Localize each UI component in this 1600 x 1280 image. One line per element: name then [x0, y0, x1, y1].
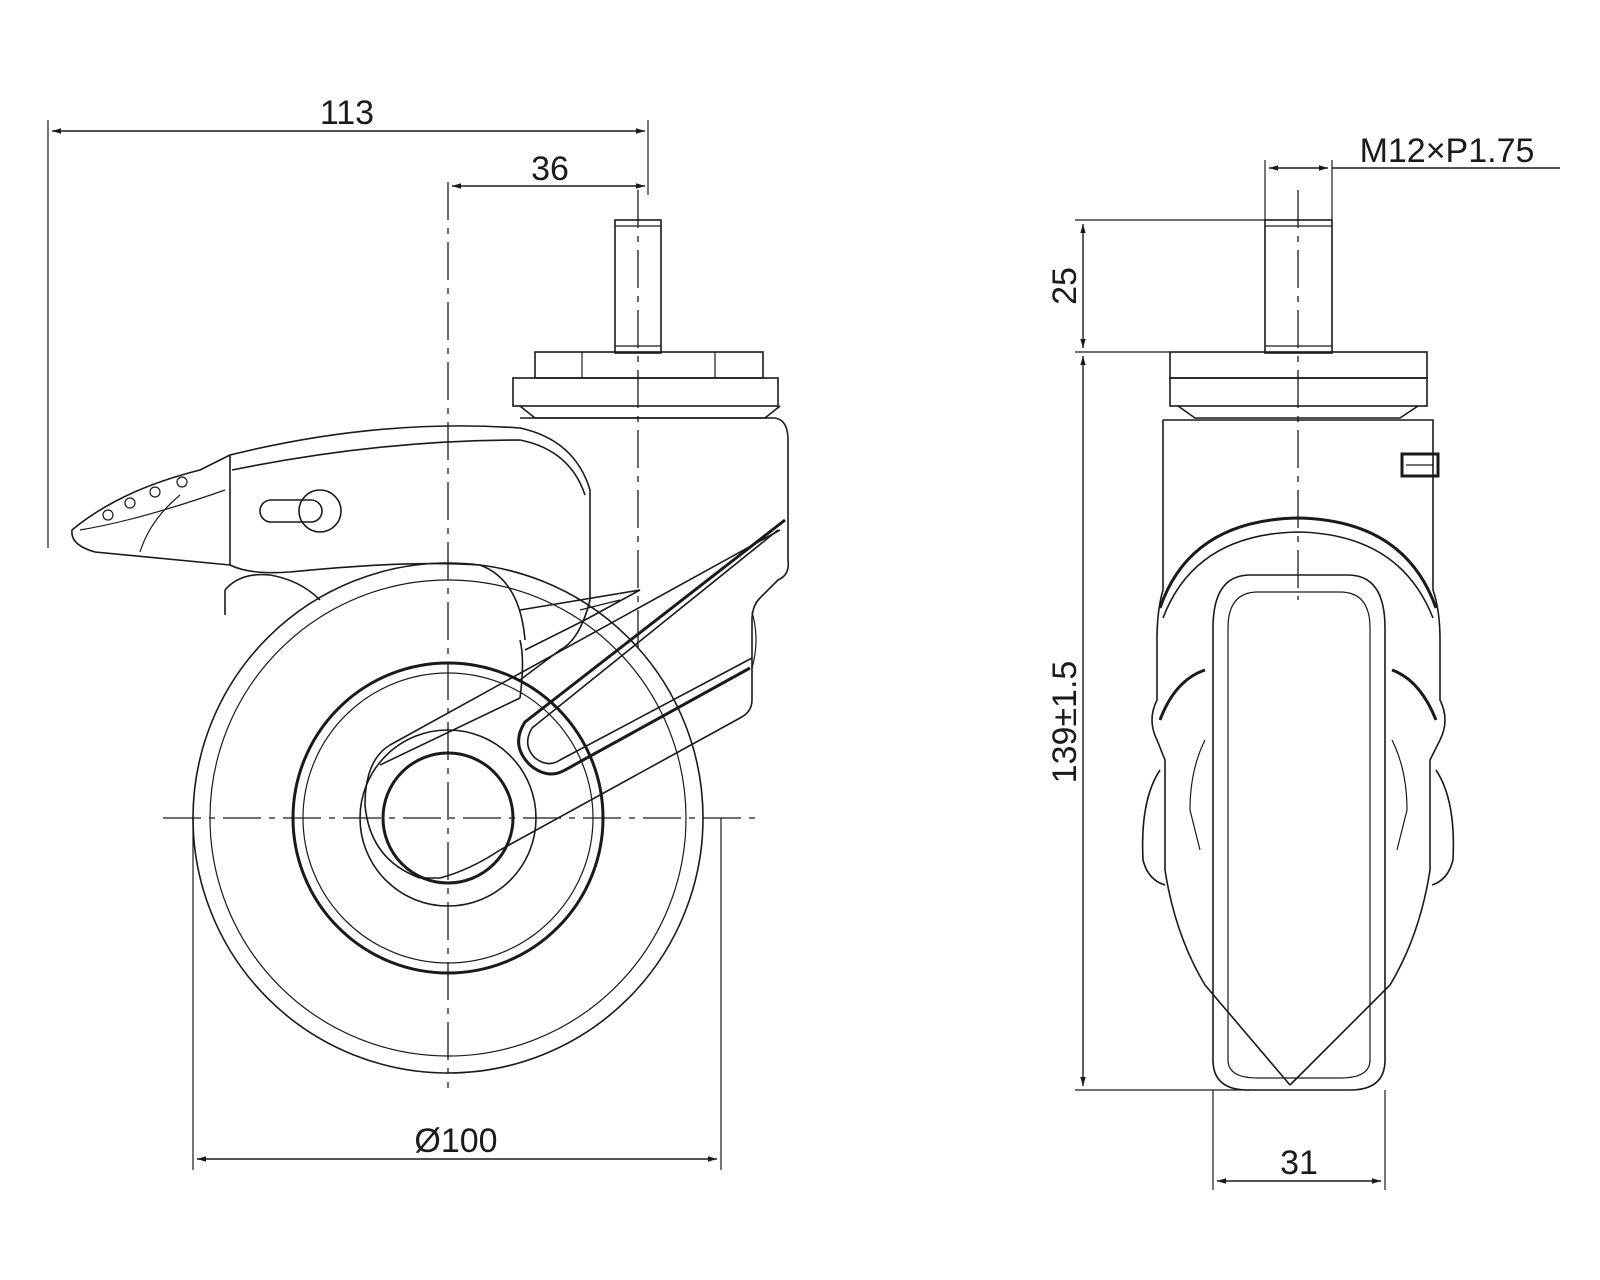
dim-thread: M12×P1.75 [1264, 132, 1560, 220]
dim-stem-length-label: 25 [1046, 267, 1084, 305]
side-brake [71, 425, 641, 681]
dim-wheel-diameter: Ø100 [192, 818, 722, 1170]
dim-overall-width: 113 [47, 94, 649, 548]
dim-wheel-width-label: 31 [1280, 1144, 1318, 1182]
dim-stem-length: 25 [1046, 219, 1265, 353]
front-view: M12×P1.75 25 139±1.5 31 [1046, 132, 1560, 1190]
dim-overall-height: 139±1.5 [1046, 356, 1250, 1091]
front-wheel [1212, 574, 1386, 1091]
dim-thread-label: M12×P1.75 [1360, 132, 1535, 170]
dim-offset: 36 [452, 150, 645, 189]
dim-offset-label: 36 [531, 150, 569, 188]
dim-wheel-diameter-label: Ø100 [414, 1122, 497, 1160]
side-stem [512, 219, 781, 419]
front-fork [1141, 419, 1455, 1086]
side-fork [364, 417, 790, 879]
dim-wheel-width: 31 [1212, 1090, 1386, 1190]
dim-overall-width-label: 113 [320, 94, 374, 132]
side-view: 113 36 Ø100 [47, 94, 790, 1170]
dim-overall-height-label: 139±1.5 [1046, 661, 1084, 784]
